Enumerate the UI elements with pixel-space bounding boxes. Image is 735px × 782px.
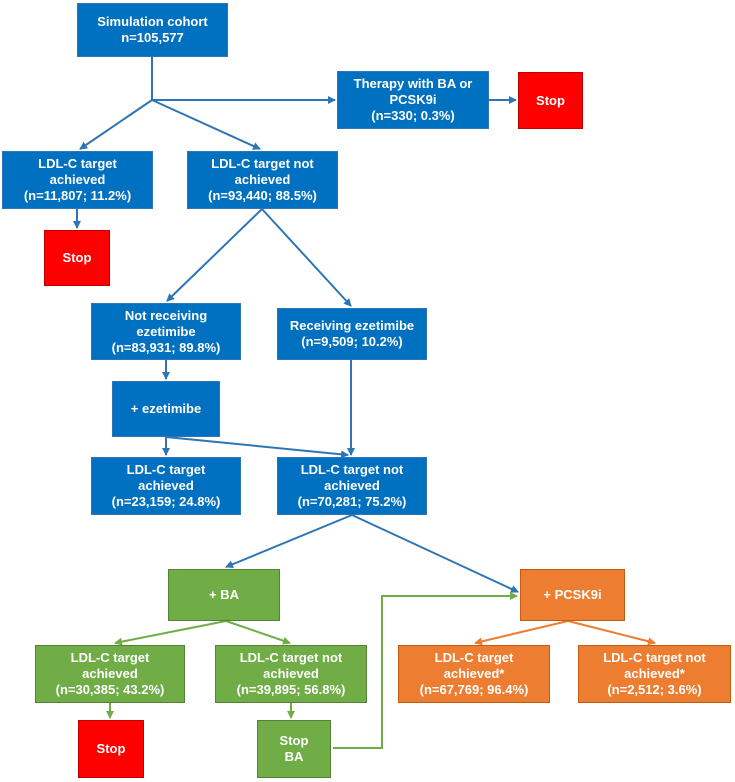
node-target-achieved-3: LDL-C target achieved (n=30,385; 43.2%)	[35, 645, 185, 703]
node-plus-ba: + BA	[168, 569, 280, 621]
node-target-not-achieved-4: LDL-C target not achieved* (n=2,512; 3.6…	[578, 645, 731, 703]
node-therapy-ba-pcsk9i: Therapy with BA or PCSK9i (n=330; 0.3%)	[337, 71, 489, 129]
node-stop-achieved-1: Stop	[44, 230, 110, 286]
node-stop-therapy: Stop	[518, 72, 583, 129]
edge-stopba-pcsk9i	[333, 592, 518, 749]
node-target-achieved-1: LDL-C target achieved (n=11,807; 11.2%)	[2, 151, 153, 209]
node-not-receiving-ezetimibe: Not receiving ezetimibe (n=83,931; 89.8%…	[91, 303, 241, 360]
edge-notachieved2-ba	[225, 514, 353, 569]
edge-to-achieved1	[79, 99, 153, 150]
edge-to-eze	[261, 208, 352, 307]
edge-ba-achieved3	[114, 620, 227, 646]
edge-pcsk9i-notachieved4	[567, 620, 656, 646]
edge-to-not-eze	[166, 208, 263, 302]
node-plus-ezetimibe: + ezetimibe	[112, 381, 220, 437]
node-target-not-achieved-3: LDL-C target not achieved (n=39,895; 56.…	[215, 645, 367, 703]
node-stop-ba: Stop BA	[257, 720, 331, 778]
edge-notachieved2-pcsk9i	[351, 514, 519, 593]
node-target-not-achieved-1: LDL-C target not achieved (n=93,440; 88.…	[187, 151, 338, 209]
edge-ba-notachieved3	[225, 620, 291, 645]
node-target-achieved-4: LDL-C target achieved* (n=67,769; 96.4%)	[398, 645, 550, 703]
node-receiving-ezetimibe: Receiving ezetimibe (n=9,509; 10.2%)	[277, 308, 427, 360]
node-simulation-cohort: Simulation cohort n=105,577	[77, 3, 228, 57]
edge-pcsk9i-achieved4	[474, 620, 569, 646]
node-target-achieved-2: LDL-C target achieved (n=23,159; 24.8%)	[91, 457, 241, 515]
edge-pluseze-notachieved2	[165, 436, 349, 459]
edge-to-notachieved1	[151, 99, 261, 150]
node-stop-achieved-3: Stop	[78, 720, 144, 778]
node-target-not-achieved-2: LDL-C target not achieved (n=70,281; 75.…	[277, 457, 427, 515]
node-plus-pcsk9i: + PCSK9i	[520, 569, 625, 621]
